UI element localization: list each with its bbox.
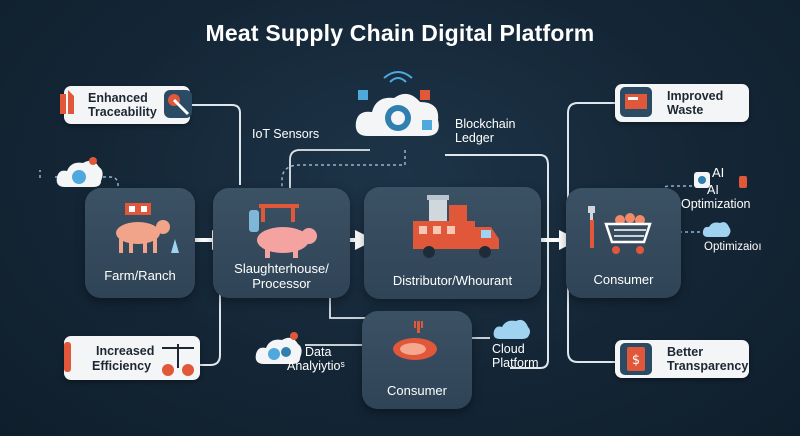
- tag-icon: [60, 90, 74, 114]
- iot-sensors-label: IoT Sensors: [252, 127, 320, 141]
- blockchain-label-2: Ledger: [455, 131, 494, 145]
- waste-monitor-icon: [620, 87, 652, 117]
- shopping-cart-icon: [588, 206, 652, 254]
- ai-optimization-label-2: Optimization: [681, 197, 751, 211]
- stage-distributor[interactable]: Distributor/Whourant: [364, 187, 541, 299]
- dollar-document-icon: $: [620, 343, 652, 375]
- card-waste-line2: Waste: [667, 103, 704, 117]
- sensor-cloud-icon: [56, 157, 103, 187]
- card-transparency-line2: Transparency: [667, 359, 749, 373]
- ai-short-label: AI: [712, 165, 725, 180]
- stage-farm[interactable]: Farm/Ranch: [85, 188, 195, 298]
- scale-icon: [162, 344, 194, 376]
- card-waste-line1: Improved: [667, 89, 724, 103]
- cow-icon: [116, 203, 179, 253]
- optimization-cloud-icon: [702, 222, 731, 237]
- data-analytics-label-1: Data: [305, 345, 332, 359]
- card-traceability-line2: Traceability: [88, 105, 157, 119]
- stage-slaughterhouse[interactable]: Slaughterhouse/ Processor: [213, 188, 350, 298]
- stage-consumer-right-label: Consumer: [593, 272, 654, 287]
- stage-slaughterhouse-label-1: Slaughterhouse/: [234, 261, 329, 276]
- svg-text:$: $: [632, 353, 640, 368]
- stage-consumer-bottom[interactable]: Consumer: [362, 311, 472, 409]
- pig-icon: [249, 204, 317, 258]
- page-title: Meat Supply Chain Digital Platform: [205, 20, 595, 46]
- blockchain-label-1: Blockchain: [455, 117, 516, 131]
- cloud-platform-icon: [493, 319, 530, 339]
- card-transparency-line1: Better: [667, 345, 704, 359]
- stage-farm-label: Farm/Ranch: [104, 268, 176, 283]
- stage-slaughterhouse-label-2: Processor: [252, 276, 311, 291]
- card-traceability-line1: Enhanced: [88, 91, 148, 105]
- ai-spark-icon: [739, 176, 747, 188]
- ai-optimization-label-1: AI: [707, 183, 719, 197]
- tools-icon: [164, 90, 192, 118]
- ai-chip-icon: [694, 172, 710, 188]
- gauge-icon: [64, 342, 71, 372]
- cloud-platform-label-1: Cloud: [492, 342, 525, 356]
- truck-icon: [413, 195, 499, 258]
- stage-consumer-bottom-label: Consumer: [387, 383, 447, 398]
- cloud-platform-label-2: Platform: [492, 356, 539, 370]
- steak-icon: [393, 321, 437, 360]
- card-efficiency-line1: Increased: [96, 344, 155, 358]
- data-analytics-cloud-icon: [255, 332, 302, 364]
- data-analytics-label-2: Analyiytioˢ: [287, 359, 345, 373]
- stage-distributor-label: Distributor/Whourant: [392, 273, 513, 288]
- card-efficiency-line2: Efficiency: [92, 359, 152, 373]
- stage-consumer-right[interactable]: Consumer: [566, 188, 681, 298]
- blockchain-cloud-icon: [355, 71, 439, 136]
- optimizaion-label: Optimizaioı: [704, 241, 762, 253]
